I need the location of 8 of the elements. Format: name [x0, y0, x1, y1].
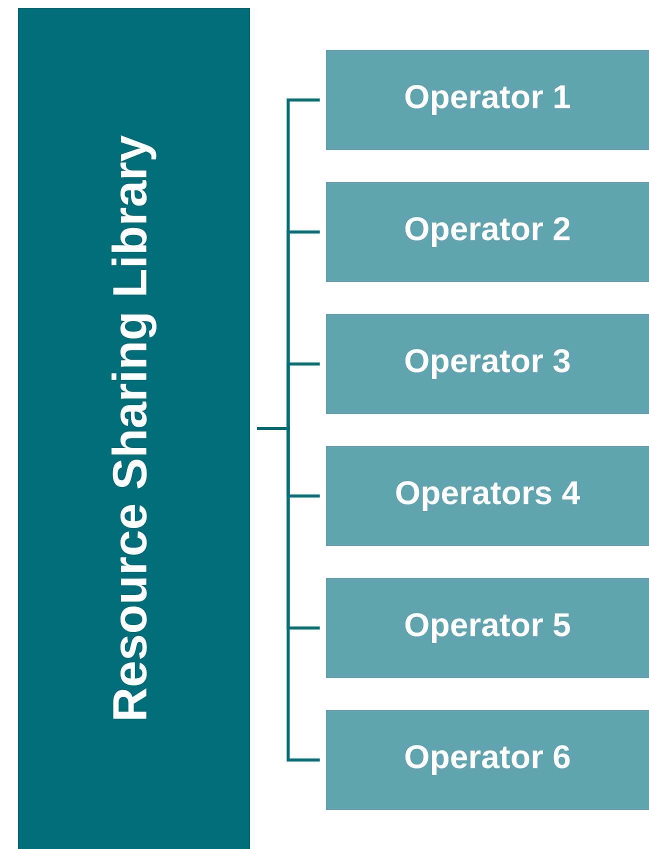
operator-box: Operator 6 [326, 710, 649, 810]
title-bar: Resource Sharing Library [18, 8, 250, 849]
operator-box: Operator 3 [326, 314, 649, 414]
operator-box: Operator 1 [326, 50, 649, 150]
operator-box: Operators 4 [326, 446, 649, 546]
operator-box: Operator 5 [326, 578, 649, 678]
operator-box: Operator 2 [326, 182, 649, 282]
connector-line [257, 427, 320, 762]
